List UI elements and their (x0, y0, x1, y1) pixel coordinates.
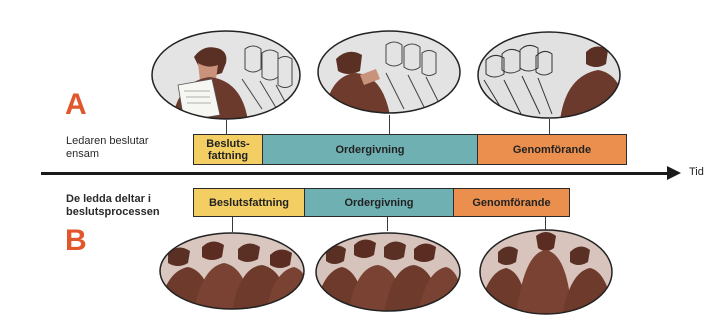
row-a-label-line1: Ledaren beslutar (66, 135, 149, 148)
phase-label: Genomförande (513, 144, 591, 156)
phase-label-line1: Besluts- (206, 138, 249, 150)
row-a-phase-decision: Besluts- fattning (193, 134, 263, 165)
connector-line (387, 217, 388, 231)
row-b-label: De ledda deltar i beslutsprocessen (66, 193, 160, 219)
row-a-phase-ordering: Ordergivning (262, 134, 478, 165)
time-axis-arrowhead (667, 166, 681, 180)
leader-reading-scene (150, 29, 302, 121)
row-b-label-line1: De ledda deltar i (66, 193, 160, 206)
phase-label: Beslutsfattning (209, 197, 289, 209)
connector-line (389, 115, 390, 134)
group-discussion-scene (158, 231, 306, 311)
phase-label-line2: fattning (208, 150, 248, 162)
row-a-phase-execution: Genomförande (477, 134, 627, 165)
connector-line (549, 119, 550, 134)
row-b-phase-decision: Beslutsfattning (193, 188, 305, 217)
group-action-scene (478, 228, 614, 316)
time-axis-line (41, 172, 669, 175)
connector-line (232, 217, 233, 232)
leader-addressing-group-scene (316, 29, 462, 115)
row-a-letter: A (65, 90, 87, 120)
row-a-label-line2: ensam (66, 148, 149, 161)
row-b-letter: B (65, 226, 87, 256)
phase-label: Genomförande (472, 197, 550, 209)
phase-label: Ordergivning (335, 144, 404, 156)
time-axis-label: Tid (689, 166, 704, 178)
row-a-label: Ledaren beslutar ensam (66, 135, 149, 161)
row-b-phase-execution: Genomförande (453, 188, 570, 217)
group-briefing-scene (314, 231, 462, 313)
group-executing-scene (476, 30, 622, 120)
connector-line (226, 120, 227, 134)
phase-label: Ordergivning (344, 197, 413, 209)
row-b-phase-ordering: Ordergivning (304, 188, 454, 217)
row-b-label-line2: beslutsprocessen (66, 206, 160, 219)
